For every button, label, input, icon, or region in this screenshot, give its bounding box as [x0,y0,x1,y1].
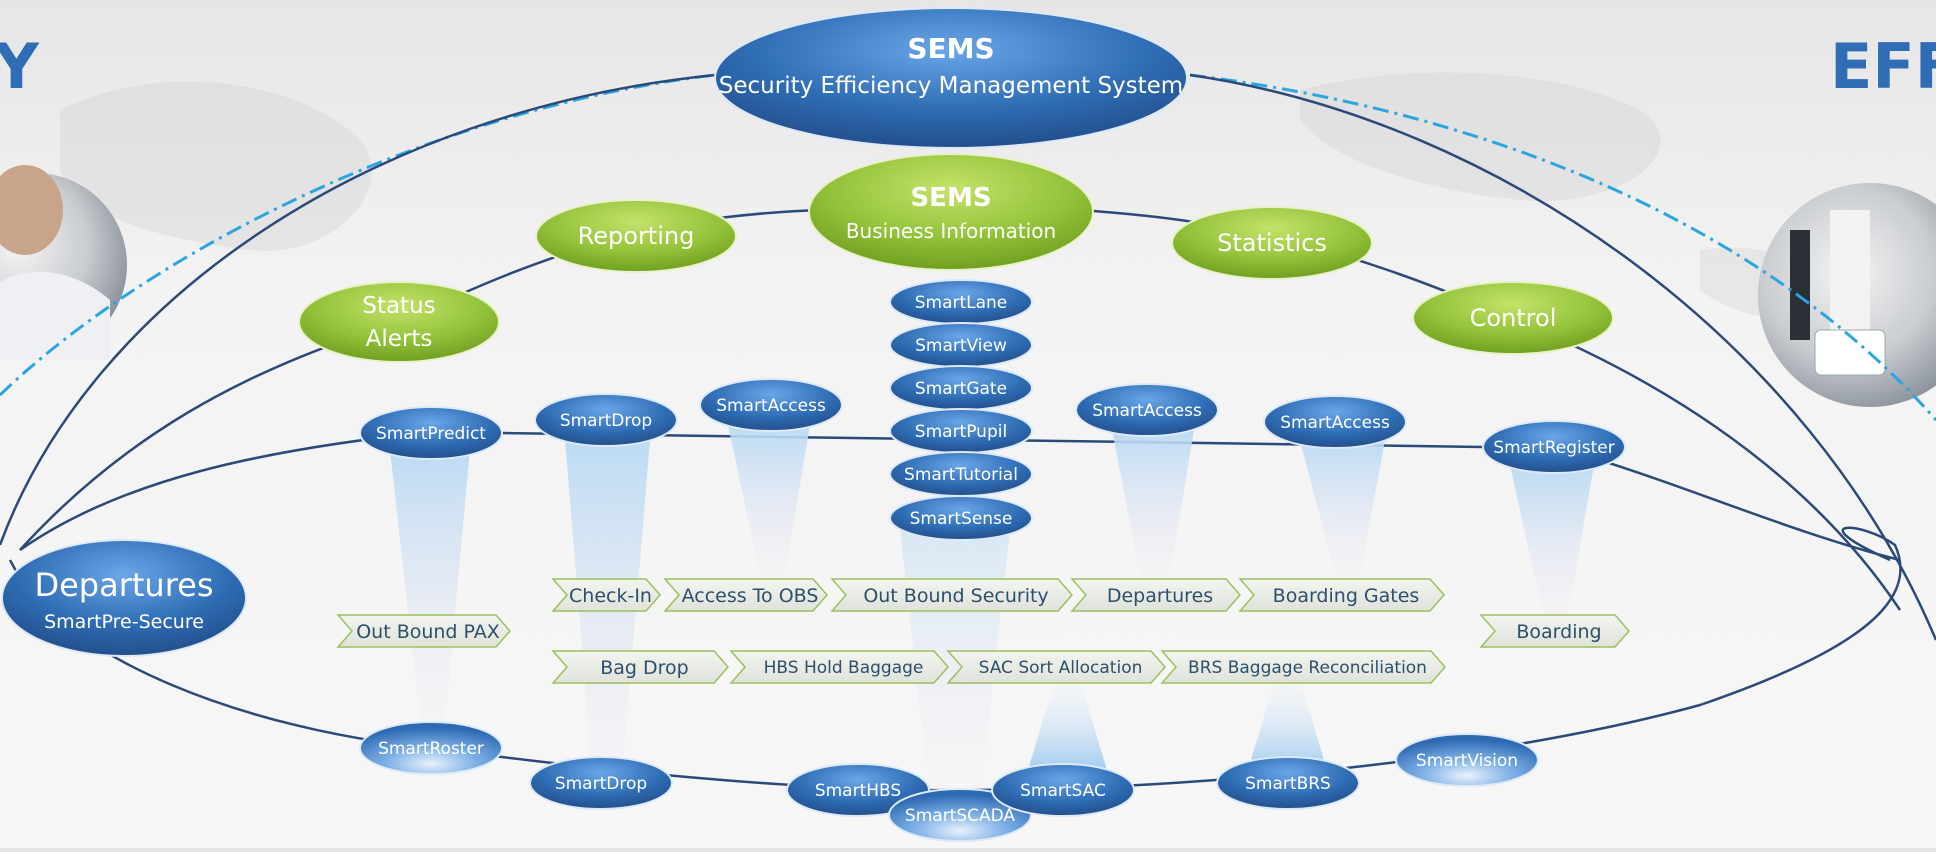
smartregister-label: SmartRegister [1493,438,1614,458]
reporting-node[interactable]: Reporting [535,199,737,273]
smartlane-label: SmartLane [915,293,1008,313]
alerts-label: Alerts [366,326,433,352]
reporting-label: Reporting [578,222,695,250]
smarttutorial-label: SmartTutorial [904,465,1018,485]
smartaccess-label: SmartAccess [1280,413,1390,433]
process-row-baggage: Bag Drop HBS Hold Baggage SAC Sort Allocat… [551,650,1446,684]
departures-label: Departures [1107,585,1213,607]
smartbrs-label: SmartBRS [1245,774,1331,794]
smartaccess-node[interactable]: SmartAccess [1075,383,1219,437]
smarthbs-node[interactable]: SmartHBS [786,763,930,817]
smartgate-node[interactable]: SmartGate [889,365,1033,411]
status-alerts-node[interactable]: Status Alerts [298,281,500,363]
status-label: Status [362,293,435,319]
smartvision-label: SmartVision [1416,751,1518,771]
right-photo [1758,183,1936,407]
sac-sort-allocation-step: SAC Sort Allocation [946,650,1166,684]
smartview-label: SmartView [915,336,1007,356]
left-photo [0,165,127,360]
check-in-label: Check-In [569,585,652,607]
background-map [60,72,1830,319]
smartpupil-label: SmartPupil [915,422,1007,442]
smartregister-node[interactable]: SmartRegister [1482,420,1626,474]
sems-top-node[interactable]: SEMS Security Efficiency Management Syst… [714,7,1188,149]
smartaccess-node[interactable]: SmartAccess [699,378,843,432]
smartgate-label: SmartGate [915,379,1007,399]
sems-business-information-node[interactable]: SEMS Business Information [808,153,1094,271]
smartsac-label: SmartSAC [1020,781,1106,801]
hbs-hold-baggage-label: HBS Hold Baggage [764,658,924,678]
out-bound-security-step: Out Bound Security [830,578,1073,612]
hbs-hold-baggage-step: HBS Hold Baggage [729,650,949,684]
boarding-label: Boarding [1516,621,1601,643]
smartroster-label: SmartRoster [378,739,484,759]
brs-baggage-reconciliation-label: BRS Baggage Reconciliation [1188,658,1427,678]
boarding-gates-step: Boarding Gates [1238,578,1445,612]
process-row-departures: Check-In Access To OBS Out Bound Security D… [551,578,1445,612]
dashed-arcs [0,73,1936,421]
smartdrop-node[interactable]: SmartDrop [534,393,678,447]
smarttutorial-node[interactable]: SmartTutorial [889,451,1033,497]
departures-node[interactable]: Departures SmartPre-Secure [1,539,247,657]
smartaccess-node[interactable]: SmartAccess [1263,395,1407,449]
green-nodes: SEMS Business Information Reporting Stat… [298,153,1614,363]
smartsac-node[interactable]: SmartSAC [991,763,1135,817]
out-bound-pax-label: Out Bound PAX [356,621,500,643]
out-bound-pax-step: Out Bound PAX [336,614,511,648]
smartpupil-node[interactable]: SmartPupil [889,408,1033,454]
check-in-step: Check-In [551,578,661,612]
brs-baggage-reconciliation-step: BRS Baggage Reconciliation [1160,650,1446,684]
boarding-step: Boarding [1479,614,1630,648]
departures-title: Departures [34,566,213,604]
smartaccess-label: SmartAccess [716,396,826,416]
control-label: Control [1470,304,1557,332]
bag-drop-label: Bag Drop [600,657,689,679]
departures-step: Departures [1070,578,1241,612]
sems-top-subtitle: Security Efficiency Management System [719,73,1183,99]
access-to-obs-step: Access To OBS [663,578,828,612]
smarthbs-label: SmartHBS [815,781,901,801]
side-process-arrows: Out Bound PAX Boarding [336,614,1630,648]
smartroster-node[interactable]: SmartRoster [359,721,503,775]
departures-subtitle: SmartPre-Secure [44,611,204,633]
smartpredict-node[interactable]: SmartPredict [359,406,503,460]
smartsense-label: SmartSense [910,509,1013,529]
smartdrop-node[interactable]: SmartDrop [529,756,673,810]
center-module-stack: SmartLaneSmartViewSmartGateSmartPupilSma… [889,279,1033,541]
smartbrs-node[interactable]: SmartBRS [1216,756,1360,810]
sems-bi-title: SEMS [910,183,991,213]
sems-bi-subtitle: Business Information [846,219,1056,243]
smartscada-node[interactable]: SmartSCADA [888,788,1032,842]
sems-top-title: SEMS [907,32,994,65]
access-to-obs-label: Access To OBS [682,585,819,607]
smartpredict-label: SmartPredict [376,424,486,444]
smartaccess-label: SmartAccess [1092,401,1202,421]
bag-drop-step: Bag Drop [551,650,729,684]
statistics-node[interactable]: Statistics [1171,206,1373,280]
smartdrop-label: SmartDrop [560,411,652,431]
boarding-gates-label: Boarding Gates [1273,585,1420,607]
edge-right-text: EFF [1830,30,1936,103]
out-bound-security-label: Out Bound Security [863,585,1048,607]
control-node[interactable]: Control [1412,281,1614,355]
smartview-node[interactable]: SmartView [889,322,1033,368]
smartlane-node[interactable]: SmartLane [889,279,1033,325]
statistics-label: Statistics [1217,229,1327,257]
smartvision-node[interactable]: SmartVision [1395,733,1539,787]
smartscada-label: SmartSCADA [905,806,1016,826]
sac-sort-allocation-label: SAC Sort Allocation [979,658,1143,678]
edge-left-text: Y [0,30,40,103]
smartsense-node[interactable]: SmartSense [889,495,1033,541]
smartdrop-label: SmartDrop [555,774,647,794]
